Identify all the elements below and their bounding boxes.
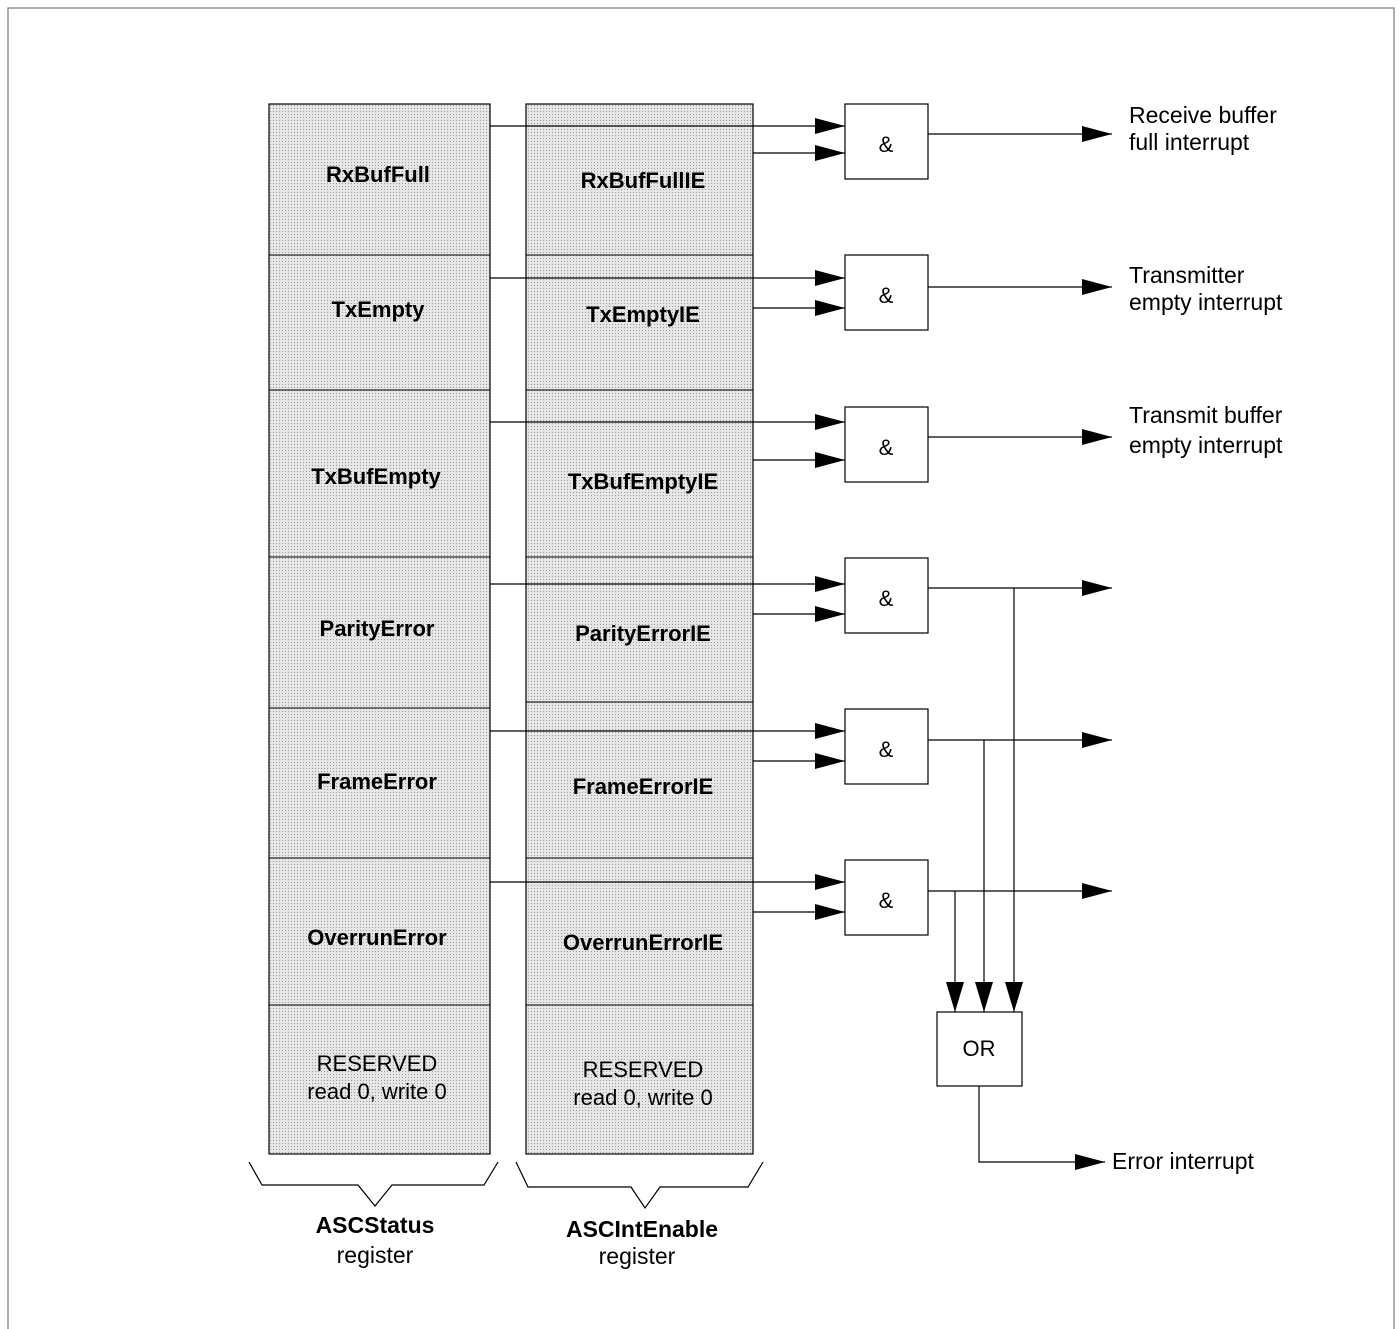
and-gate xyxy=(844,406,929,483)
or-gate-label: OR xyxy=(963,1036,996,1061)
and-gate xyxy=(844,557,929,634)
status-register-suffix: register xyxy=(337,1242,414,1268)
and-gate-label: & xyxy=(879,586,894,611)
enable-register-suffix: register xyxy=(599,1243,676,1269)
and-gate xyxy=(844,254,929,331)
arrowhead-right xyxy=(815,118,845,134)
enable-field-rxbuffullie: RxBufFullIE xyxy=(581,168,706,193)
status-field-frameerror: FrameError xyxy=(317,769,437,794)
enable-register-box xyxy=(525,103,754,1155)
arrowheads xyxy=(815,118,1112,1170)
arrowhead-down xyxy=(946,982,964,1012)
arrowhead-down xyxy=(1005,982,1023,1012)
enable-register-name: ASCIntEnable xyxy=(566,1216,718,1242)
arrowhead-right xyxy=(815,300,845,316)
enable-field-frameerrorie: FrameErrorIE xyxy=(573,774,714,799)
and-gate-label: & xyxy=(879,435,894,460)
status-register: RxBufFull TxEmpty TxBufEmpty ParityError… xyxy=(268,103,491,1155)
tx-empty-interrupt-label-line2: empty interrupt xyxy=(1129,289,1283,315)
rx-full-interrupt-label-line2: full interrupt xyxy=(1129,129,1250,155)
status-field-txbufempty: TxBufEmpty xyxy=(311,464,441,489)
enable-register-brace xyxy=(515,1161,764,1210)
enable-field-overrunerrorie: OverrunErrorIE xyxy=(563,930,723,955)
arrowhead-right xyxy=(815,145,845,161)
and-gate-label: & xyxy=(879,888,894,913)
tx-empty-interrupt-label-line1: Transmitter xyxy=(1129,262,1245,288)
output-arrowhead xyxy=(1082,429,1112,445)
status-field-parityerror: ParityError xyxy=(320,616,435,641)
arrowhead-right xyxy=(815,753,845,769)
arrowhead-right xyxy=(815,452,845,468)
txbuf-empty-interrupt-label-line1: Transmit buffer xyxy=(1129,402,1283,428)
status-field-rxbuffull: RxBufFull xyxy=(326,162,430,187)
and-gate xyxy=(844,859,929,936)
status-register-brace xyxy=(248,1161,499,1207)
txbuf-empty-interrupt-label-line2: empty interrupt xyxy=(1129,432,1283,458)
arrowhead-right xyxy=(815,723,845,739)
diagram-frame xyxy=(7,7,1395,1329)
error-interrupt-wire xyxy=(978,1086,1105,1163)
enable-reserved-label: RESERVED xyxy=(583,1057,704,1082)
status-reserved-label: RESERVED xyxy=(317,1051,438,1076)
enable-reserved-note: read 0, write 0 xyxy=(573,1085,712,1110)
or-gate xyxy=(936,1011,1023,1087)
rx-full-interrupt-label-line1: Receive buffer xyxy=(1129,102,1277,128)
arrowhead-down xyxy=(975,982,993,1012)
error-interrupt-label: Error interrupt xyxy=(1112,1148,1254,1174)
arrowhead-right xyxy=(815,414,845,430)
signal-wires xyxy=(490,125,1112,1163)
and-gate-label: & xyxy=(879,283,894,308)
output-arrowhead xyxy=(1082,883,1112,899)
error-arrowhead xyxy=(1075,1154,1105,1170)
enable-register: RxBufFullIE TxEmptyIE TxBufEmptyIE Parit… xyxy=(525,103,754,1155)
and-gate xyxy=(844,708,929,785)
status-register-name: ASCStatus xyxy=(316,1212,435,1238)
arrowhead-right xyxy=(815,270,845,286)
and-gate xyxy=(844,103,929,180)
enable-field-txemptyie: TxEmptyIE xyxy=(586,302,700,327)
status-field-txempty: TxEmpty xyxy=(332,297,426,322)
status-field-overrunerror: OverrunError xyxy=(307,925,447,950)
output-arrowhead xyxy=(1082,580,1112,596)
output-arrowhead xyxy=(1082,732,1112,748)
status-register-box xyxy=(268,103,491,1155)
arrowhead-right xyxy=(815,576,845,592)
output-arrowhead xyxy=(1082,126,1112,142)
arrowhead-right xyxy=(815,904,845,920)
output-arrowhead xyxy=(1082,279,1112,295)
status-reserved-note: read 0, write 0 xyxy=(307,1079,446,1104)
enable-field-parityerrorie: ParityErrorIE xyxy=(575,621,711,646)
arrowhead-right xyxy=(815,606,845,622)
enable-field-txbufemptyie: TxBufEmptyIE xyxy=(568,469,718,494)
and-gate-label: & xyxy=(879,737,894,762)
arrowhead-right xyxy=(815,874,845,890)
and-gates: & & & & & & xyxy=(844,103,929,936)
and-gate-label: & xyxy=(879,132,894,157)
